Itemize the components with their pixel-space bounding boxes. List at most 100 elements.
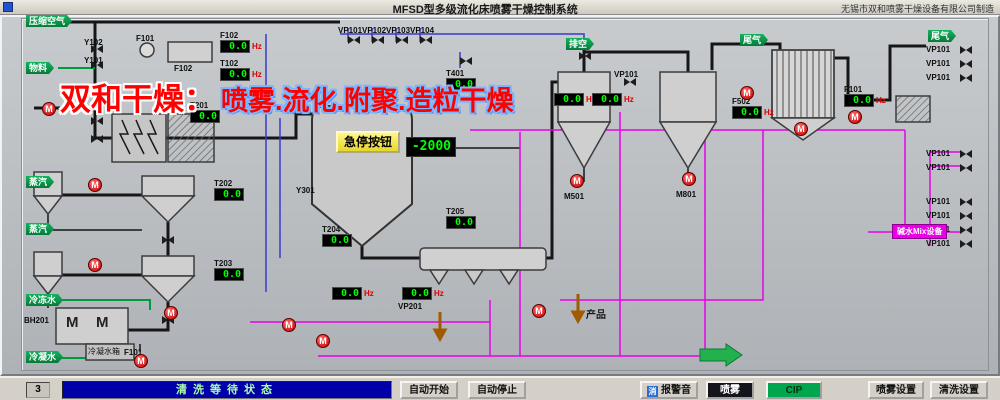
label-mixer: M: [96, 314, 109, 331]
label-product: 产品: [586, 310, 606, 321]
tag-label: VP102: [362, 26, 387, 35]
motor-icon[interactable]: M: [682, 172, 696, 186]
tag-label: VP101: [926, 239, 951, 248]
stream-label: 物料: [26, 62, 54, 74]
cip-mode-button[interactable]: CIP: [766, 381, 822, 399]
valve-icon[interactable]: [162, 316, 174, 324]
tag-label: BH201: [24, 316, 49, 325]
motor-icon[interactable]: M: [532, 304, 546, 318]
motor-icon[interactable]: M: [794, 122, 808, 136]
tag-label: VP104: [410, 26, 435, 35]
tag-label: Y301: [296, 186, 315, 195]
valve-icon[interactable]: [960, 240, 972, 248]
valve-icon[interactable]: [624, 78, 636, 86]
motor-icon[interactable]: M: [740, 86, 754, 100]
valve-icon[interactable]: [960, 46, 972, 54]
tag-label: VP101: [926, 73, 951, 82]
label-smalldark: 冷凝水箱: [88, 347, 120, 356]
stream-label: 排空: [566, 38, 594, 50]
auto-start-button[interactable]: 自动开始: [400, 381, 458, 399]
pipes-water-green: [58, 67, 151, 359]
tag-label: VP101: [926, 45, 951, 54]
valve-icon[interactable]: [91, 45, 103, 53]
motor-icon[interactable]: M: [282, 318, 296, 332]
title-bar: MFSD型多级流化床喷雾干燥控制系统 无锡市双和喷雾干燥设备有限公司制造: [0, 0, 1000, 16]
valve-icon[interactable]: [91, 135, 103, 143]
valve-icon[interactable]: [396, 36, 408, 44]
motor-icon[interactable]: M: [570, 174, 584, 188]
emergency-stop-button[interactable]: 急停按钮: [336, 131, 400, 153]
alarm-mute-button[interactable]: 消报警音: [640, 381, 698, 399]
manufacturer-label: 无锡市双和喷雾干燥设备有限公司制造: [840, 4, 994, 14]
tag-label: VP101: [926, 211, 951, 220]
tag-label: VP101: [926, 163, 951, 172]
status-bar: 清洗等待状态: [62, 381, 392, 399]
tag-label: VP101: [926, 59, 951, 68]
tag-label: F102: [174, 64, 193, 73]
valve-icon[interactable]: [960, 60, 972, 68]
valve-icon[interactable]: [91, 61, 103, 69]
valve-icon[interactable]: [372, 36, 384, 44]
motor-icon[interactable]: M: [848, 110, 862, 124]
valve-icon[interactable]: [960, 212, 972, 220]
spray-settings-button[interactable]: 喷雾设置: [868, 381, 924, 399]
tag-label: Y102: [84, 38, 103, 47]
valve-icon[interactable]: [960, 164, 972, 172]
clean-settings-button[interactable]: 清洗设置: [930, 381, 988, 399]
valve-icon[interactable]: [420, 36, 432, 44]
equipment-shapes: [32, 41, 931, 361]
tag-label: M801: [676, 190, 697, 199]
stream-label: 冷凝水: [26, 351, 63, 363]
bottom-control-bar: 3 清洗等待状态 自动开始 自动停止 消报警音 喷雾 CIP 喷雾设置 清洗设置: [0, 376, 1000, 400]
valve-icon[interactable]: [460, 57, 472, 65]
auto-stop-button[interactable]: 自动停止: [468, 381, 526, 399]
label-mixer: M: [66, 314, 79, 331]
vacuum-pressure-display: -2000: [406, 137, 456, 157]
valve-icon[interactable]: [960, 198, 972, 206]
motor-icon[interactable]: M: [42, 102, 56, 116]
motor-icon[interactable]: M: [316, 334, 330, 348]
valve-icon[interactable]: [579, 52, 591, 60]
valve-icon[interactable]: [162, 236, 174, 244]
diagram-frame: [21, 18, 989, 371]
label-magenta: 碱水Mix设备: [892, 224, 948, 239]
app-icon: [3, 2, 13, 12]
valve-icon[interactable]: [960, 226, 972, 234]
valve-icon[interactable]: [960, 74, 972, 82]
spray-mode-button[interactable]: 喷雾: [706, 381, 754, 399]
fan-f101: [139, 42, 155, 58]
valve-icon[interactable]: [960, 150, 972, 158]
feed-hopper-2: [33, 251, 63, 277]
window-title: MFSD型多级流化床喷雾干燥控制系统: [392, 4, 578, 16]
tag-label: VP103: [386, 26, 411, 35]
stream-label: 压缩空气: [26, 15, 72, 27]
tag-label: VP101: [338, 26, 363, 35]
filter-f102: [167, 41, 213, 63]
cip-return-arrow: [699, 343, 743, 367]
tag-label: VP201: [398, 302, 423, 311]
motor-icon[interactable]: M: [164, 306, 178, 320]
motor-icon[interactable]: M: [88, 258, 102, 272]
page-indicator[interactable]: 3: [26, 382, 50, 398]
tag-label: Y101: [84, 56, 103, 65]
air-heater: [111, 113, 167, 163]
motor-icon[interactable]: M: [88, 178, 102, 192]
valve-icon[interactable]: [348, 36, 360, 44]
motor-icon[interactable]: M: [134, 354, 148, 368]
tag-label: F101: [124, 348, 143, 357]
tag-label: M501: [564, 192, 585, 201]
condensate-tank: [85, 343, 135, 361]
stream-label: 冷冻水: [26, 294, 63, 306]
valve-icon[interactable]: [91, 117, 103, 125]
